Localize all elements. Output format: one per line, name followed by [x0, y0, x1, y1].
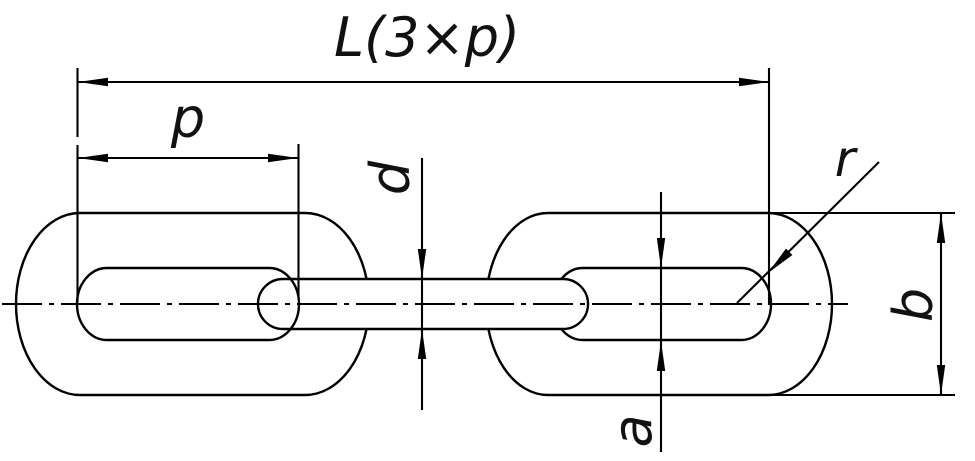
- overall-length-label: L(3×p): [334, 6, 520, 69]
- end-radius-label: r: [835, 130, 859, 188]
- dimension-end-radius: r: [736, 130, 880, 304]
- overall-length-arrow-left: [78, 77, 108, 87]
- outer-width-label: b: [882, 288, 945, 322]
- left-link-outer-contour: [14, 211, 371, 397]
- inner-width-arrow-bottom: [656, 341, 666, 371]
- dimension-outer-width: b: [768, 211, 955, 397]
- overall-length-arrow-right: [739, 77, 769, 87]
- outer-width-arrow-top: [936, 213, 946, 243]
- dimension-pitch: p: [76, 87, 300, 302]
- left-link-inner-contour: [75, 266, 301, 342]
- wire-diameter-arrow-bottom: [417, 329, 427, 359]
- pitch-arrow-left: [78, 153, 108, 163]
- end-radius-arrow: [768, 248, 793, 273]
- wire-diameter-label: d: [359, 160, 422, 195]
- dimension-overall-length: L(3×p): [76, 6, 771, 305]
- inner-width-arrow-top: [656, 238, 666, 268]
- pitch-label: p: [170, 87, 205, 150]
- wire-diameter-arrow-top: [417, 249, 427, 279]
- inner-width-label: a: [601, 414, 664, 447]
- pitch-arrow-right: [268, 153, 298, 163]
- dimension-wire-diameter: d: [359, 158, 427, 410]
- end-radius-leader-line: [736, 161, 880, 304]
- dimension-inner-width: a: [601, 192, 666, 452]
- outer-width-arrow-bottom: [936, 365, 946, 395]
